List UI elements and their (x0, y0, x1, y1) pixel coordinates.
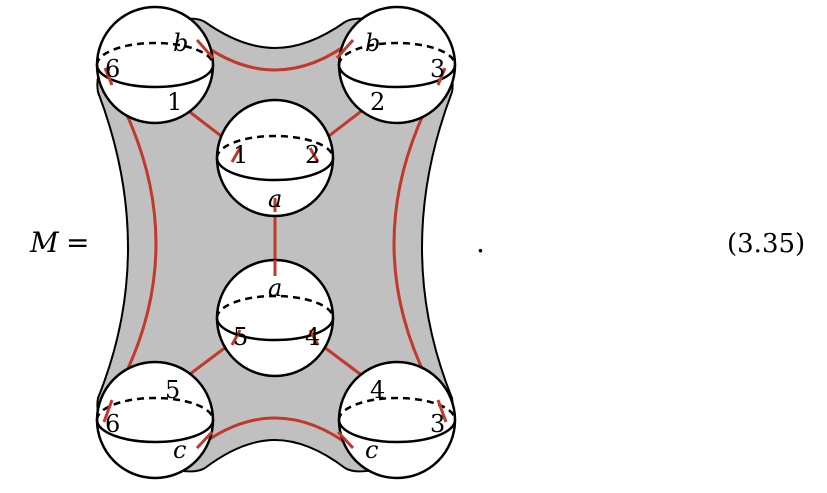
m-symbol: M (29, 226, 60, 259)
label-b-right: b (365, 29, 380, 57)
label-6-bottom: 6 (105, 410, 120, 438)
equation-number: (3.35) (727, 229, 805, 259)
label-1-inner: 1 (233, 141, 248, 169)
label-c-left: c (173, 436, 186, 464)
sphere-bottom-right (337, 360, 457, 480)
label-5-inner: 5 (233, 323, 248, 351)
sphere-center-bottom (215, 258, 335, 378)
label-3-bottom: 3 (430, 410, 445, 438)
red-arc-bottom (196, 416, 354, 450)
label-b-left: b (173, 29, 188, 57)
label-4-outer: 4 (370, 376, 385, 404)
trailing-period: . (476, 226, 485, 259)
label-1-outer: 1 (167, 88, 182, 116)
red-strands (102, 39, 448, 450)
label-a-top: a (268, 185, 282, 213)
sphere-center-top (215, 98, 335, 218)
label-a-bottom: a (268, 274, 282, 302)
label-4-inner: 4 (305, 323, 320, 351)
label-5-outer: 5 (165, 376, 180, 404)
equals-sign: = (66, 226, 89, 259)
label-3-top: 3 (430, 55, 445, 83)
sphere-bottom-left (95, 360, 215, 480)
label-2-inner: 2 (305, 141, 320, 169)
spheres (95, 5, 457, 480)
red-arc-left (110, 84, 158, 401)
sphere-top-right (337, 5, 457, 125)
sphere-top-left (95, 5, 215, 125)
label-2-outer: 2 (370, 88, 385, 116)
red-arc-top (196, 38, 354, 72)
label-c-right: c (365, 436, 378, 464)
red-arc-right (392, 84, 440, 401)
red-curves (110, 38, 440, 450)
label-6-top: 6 (105, 55, 120, 83)
